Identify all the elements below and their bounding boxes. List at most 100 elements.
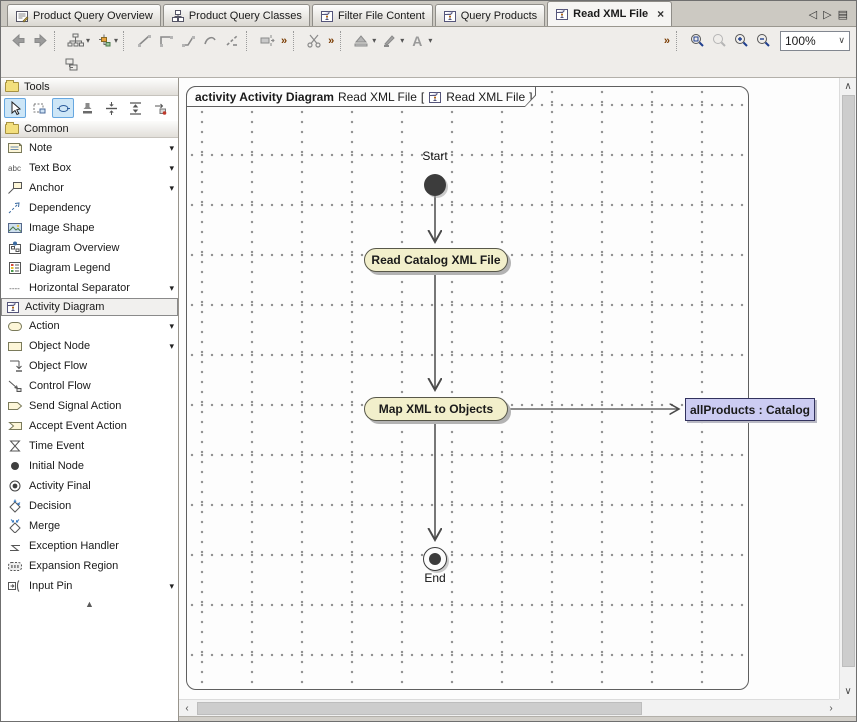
close-tab-icon[interactable]: × [657,7,665,21]
more-buttons-icon[interactable]: » [663,34,670,47]
line-style-oblique-icon[interactable] [177,30,199,52]
scroll-down-icon[interactable]: ∨ [844,685,852,697]
scroll-left-icon[interactable]: ‹ [185,702,189,714]
line-color-icon[interactable] [378,30,400,52]
horizontal-scrollbar[interactable]: ‹ › [179,699,839,717]
tab-filter-file-content[interactable]: Filter File Content [311,4,433,26]
palette-item-image-shape[interactable]: Image Shape [1,218,178,238]
zoom-out-icon[interactable] [752,30,774,52]
chevron-down-icon[interactable]: ▾ [169,162,174,173]
chevron-down-icon[interactable]: ▾ [169,142,174,153]
palette-item-exception-handler[interactable]: Exception Handler [1,536,178,556]
forward-button[interactable] [29,30,51,52]
related-elements-icon[interactable] [61,55,83,77]
palette-item-object-flow[interactable]: Object Flow [1,356,178,376]
line-style-rectilinear-icon[interactable] [155,30,177,52]
palette-item-merge[interactable]: Merge [1,516,178,536]
scroll-right-icon[interactable]: › [829,702,833,714]
palette-item-time-event[interactable]: Time Event [1,436,178,456]
link-tool-button[interactable] [52,98,74,118]
palette-item-accept-event-action[interactable]: Accept Event Action [1,416,178,436]
tab-product-query-classes[interactable]: Product Query Classes [162,4,310,26]
vertical-scrollbar[interactable]: ∧ ∨ [839,78,856,700]
chevron-down-icon[interactable]: ▾ [86,36,91,45]
palette-item-decision[interactable]: Decision [1,496,178,516]
palette-item-note[interactable]: Note ▾ [1,138,178,158]
object-flow-icon [6,359,23,373]
back-button[interactable] [7,30,29,52]
line-style-straight-icon[interactable] [133,30,155,52]
more-buttons-icon[interactable]: » [328,34,335,47]
palette-item-text-box[interactable]: abc Text Box ▾ [1,158,178,178]
palette-item-action[interactable]: Action ▾ [1,316,178,336]
chevron-down-icon[interactable]: ▾ [169,320,174,331]
palette-section-common[interactable]: Common [1,120,178,138]
palette-item-diagram-legend[interactable]: Diagram Legend [1,258,178,278]
palette-item-expansion-region[interactable]: Expansion Region [1,556,178,576]
activity-diagram-frame[interactable]: activity Activity Diagram Read XML File … [186,86,749,690]
action-read-catalog-xml-file[interactable]: Read Catalog XML File [364,248,508,272]
chevron-down-icon[interactable]: ▾ [372,36,377,45]
zoom-level-select[interactable]: 100% ∨ [780,30,850,51]
palette-item-anchor[interactable]: Anchor ▾ [1,178,178,198]
tab-product-query-overview[interactable]: Product Query Overview [7,4,161,26]
final-node-name-label[interactable]: End [424,571,446,585]
zoom-selection-icon[interactable] [708,30,730,52]
activity-diagram-icon [443,10,456,22]
line-style-curved-icon[interactable] [199,30,221,52]
palette-item-control-flow[interactable]: Control Flow [1,376,178,396]
cut-icon[interactable] [303,30,325,52]
tab-read-xml-file[interactable]: Read XML File × [547,1,673,26]
chevron-down-icon[interactable]: ▾ [114,36,119,45]
chevron-down-icon[interactable]: ▾ [428,36,433,45]
chevron-down-icon: ∨ [838,35,845,45]
chevron-down-icon[interactable]: ▾ [169,340,174,351]
containment-tree-icon[interactable] [64,30,86,52]
chevron-down-icon[interactable]: ▾ [169,580,174,591]
selection-tool-button[interactable] [4,98,26,118]
scroll-tabs-left-button[interactable]: ◁ [808,9,818,21]
center-vertically-button[interactable] [124,98,146,118]
palette-item-initial-node[interactable]: Initial Node [1,456,178,476]
fill-color-icon[interactable] [350,30,372,52]
palette-item-dependency[interactable]: Dependency [1,198,178,218]
palette-item-horizontal-separator[interactable]: ---- Horizontal Separator ▾ [1,278,178,298]
chevron-down-icon[interactable]: ▾ [400,36,405,45]
add-related-elements-icon[interactable] [92,30,114,52]
zoom-in-icon[interactable] [730,30,752,52]
scroll-tabs-right-button[interactable]: ▷ [823,9,832,21]
zoom-level-value: 100% [785,33,816,48]
zoom-fit-icon[interactable] [686,30,708,52]
line-style-spline-icon[interactable] [221,30,243,52]
reset-tools-button[interactable] [148,98,170,118]
insert-shape-icon[interactable] [256,30,278,52]
tab-list-button[interactable]: ▤ [837,9,848,21]
chevron-down-icon[interactable]: ▾ [169,182,174,193]
activity-final-node[interactable] [423,547,447,571]
scroll-up-icon[interactable]: ∧ [844,80,852,92]
stamp-tool-button[interactable] [76,98,98,118]
input-pin-icon [6,579,23,593]
initial-node-name-label[interactable]: Start [422,149,448,163]
palette-section-tools[interactable]: Tools [1,78,178,96]
distribute-vertically-button[interactable] [100,98,122,118]
palette-section-activity-diagram[interactable]: Activity Diagram [1,298,178,316]
palette-item-send-signal-action[interactable]: Send Signal Action [1,396,178,416]
chevron-down-icon[interactable]: ▾ [169,282,174,293]
marquee-selection-tool-button[interactable] [28,98,50,118]
font-color-icon[interactable]: A [412,32,423,49]
palette-item-diagram-overview[interactable]: Diagram Overview [1,238,178,258]
palette-item-input-pin[interactable]: Input Pin ▾ [1,576,178,596]
diagram-canvas[interactable]: activity Activity Diagram Read XML File … [179,78,839,700]
initial-node[interactable] [424,174,446,196]
horizontal-scrollbar-thumb[interactable] [197,701,642,715]
tab-query-products[interactable]: Query Products [434,4,546,26]
palette-item-activity-final[interactable]: Activity Final [1,476,178,496]
object-node-allproducts-catalog[interactable]: allProducts : Catalog [685,398,815,421]
more-buttons-icon[interactable]: » [281,34,288,47]
vertical-scrollbar-thumb[interactable] [842,95,855,667]
palette-item-object-node[interactable]: Object Node ▾ [1,336,178,356]
action-map-xml-to-objects[interactable]: Map XML to Objects [364,397,508,421]
activity-diagram-icon [556,9,569,20]
palette-scroll-up-button[interactable]: ▲ [85,599,94,609]
